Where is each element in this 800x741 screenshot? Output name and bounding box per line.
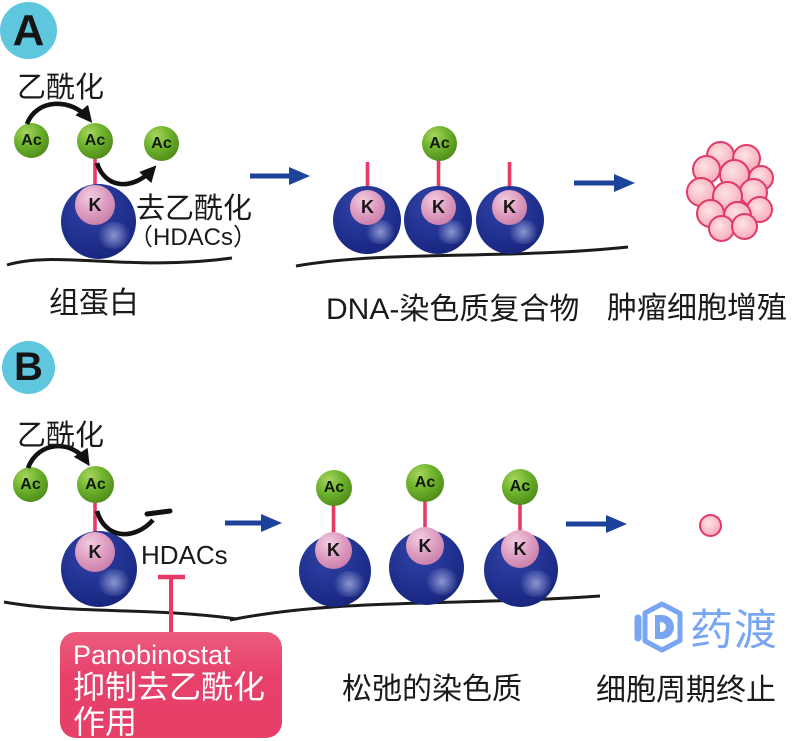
acetylation-label-a: 乙酰化 [17,72,105,104]
lysine-ball: K [492,190,527,225]
lysine-label: K [361,197,374,217]
acetyl-group-ball: Ac [316,470,352,506]
cell-cycle-arrest-label: 细胞周期终止 [596,674,776,707]
lysine-label: K [503,197,516,217]
hdacs-label-a: （HDACs） [129,224,258,251]
deacetylation-label: 去乙酰化 [136,193,253,225]
lysine-ball: K [75,532,115,572]
acetyl-group-label: Ac [509,478,531,495]
proliferation-label: 肿瘤细胞增殖 [607,292,787,325]
inhibition-effect-line1: 抑制去乙酰化 [73,669,266,705]
acetyl-group-label: Ac [414,474,436,491]
acetyl-group-ball: Ac [77,466,114,503]
lysine-ball: K [350,190,385,225]
tumor-cell [731,213,758,240]
lysine-ball: K [75,185,115,225]
acetyl-group-label: Ac [84,132,106,149]
panel-b-badge-label: B [14,345,43,389]
drug-name-label: Panobinostat [73,640,231,670]
panel-a-badge-label: A [12,5,45,55]
hdacs-label-b: HDACs [141,540,228,570]
acetyl-group-label: Ac [85,475,106,493]
dna-complex-label: DNA-染色质复合物 [326,293,580,326]
logo-text: 药渡 [690,607,778,655]
acetyl-group-label: Ac [429,134,450,152]
acetyl-group-label: Ac [151,134,172,152]
dna-strand-line-b-left [3,600,238,621]
acetylation-arrow-a [24,101,93,125]
lysine-ball: K [406,527,444,565]
histone-label: 组蛋白 [49,287,139,320]
lysine-ball: K [315,532,352,569]
panel-b-badge: B [2,341,55,394]
inhibition-effect-line2: 作用 [73,704,138,740]
tumor-cell-cluster [686,141,774,242]
acetyl-group-ball: Ac [14,123,49,158]
acetyl-group-ball: Ac [144,126,179,161]
lysine-label: K [327,540,340,560]
deacetylation-arrow-a [94,162,157,187]
lysine-label: K [88,194,102,215]
flow-arrow-a2 [574,174,635,192]
tumor-cell [708,215,735,242]
flow-arrow-b2 [566,515,627,533]
acetyl-group-ball: Ac [406,464,444,502]
panobinostat-inhibitor-box: Panobinostat 抑制去乙酰化 作用 [60,632,282,740]
acetyl-group-ball: Ac [422,126,457,161]
acetyl-group-ball: Ac [77,123,113,159]
acetyl-group-label: Ac [20,475,41,493]
lysine-ball: K [501,530,539,568]
arrested-cell [699,514,722,537]
lysine-label: K [432,197,445,217]
lysine-ball: K [421,190,456,225]
lysine-label: K [88,541,102,562]
lysine-label: K [513,538,527,559]
acetyl-group-ball: Ac [502,469,538,505]
pharmacodia-logo: 药渡 [634,596,778,658]
lysine-label: K [418,535,432,556]
blocked-arrow-cap [144,508,173,517]
relaxed-chromatin-label: 松弛的染色质 [342,673,522,706]
hexagon-d-icon [634,601,683,653]
panel-a-badge: A [0,2,57,59]
flow-arrow-b1 [225,514,282,532]
acetyl-group-label: Ac [21,131,42,149]
flow-arrow-a1 [250,167,310,185]
acetyl-group-ball: Ac [13,467,48,502]
dna-strand-line-a-mid [295,245,629,268]
acetyl-group-label: Ac [323,479,345,496]
dna-strand-line-a-left [6,256,233,267]
acetylation-label-b: 乙酰化 [17,420,105,452]
